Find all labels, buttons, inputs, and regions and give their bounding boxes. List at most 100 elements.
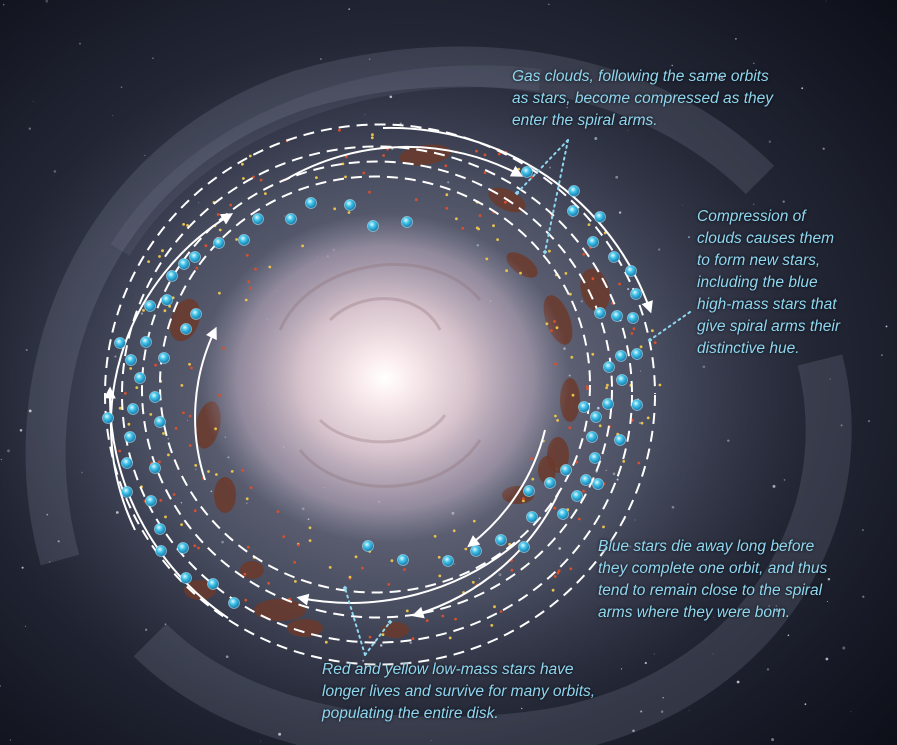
low-mass-star: [449, 637, 452, 640]
blue-star: [229, 598, 240, 609]
blue-star: [103, 413, 114, 424]
background-star: [54, 170, 57, 173]
low-mass-star: [490, 624, 493, 627]
low-mass-star: [173, 493, 176, 496]
low-mass-star: [246, 497, 249, 500]
low-mass-star: [268, 266, 271, 269]
background-star: [804, 703, 806, 705]
background-star: [850, 711, 851, 712]
blue-star: [631, 289, 642, 300]
low-mass-star: [164, 309, 167, 312]
low-mass-star: [129, 367, 132, 370]
low-mass-star: [215, 473, 218, 476]
low-mass-star: [546, 322, 549, 325]
background-star: [246, 502, 248, 504]
blue-star: [181, 324, 192, 335]
low-mass-star: [235, 238, 238, 241]
low-mass-star: [182, 411, 185, 414]
low-mass-star: [557, 572, 560, 575]
low-mass-star: [162, 432, 165, 435]
blue-star: [443, 556, 454, 567]
low-mass-star: [651, 329, 654, 332]
background-star: [753, 204, 754, 205]
blue-star: [632, 400, 643, 411]
low-mass-star: [196, 267, 199, 270]
blue-star: [595, 212, 606, 223]
background-star: [868, 420, 870, 422]
caption-line: as stars, become compressed as they: [512, 88, 773, 110]
low-mass-star: [127, 423, 130, 426]
low-mass-star: [453, 529, 456, 532]
low-mass-star: [461, 227, 464, 230]
background-star: [828, 578, 830, 580]
blue-star: [159, 353, 170, 364]
low-mass-star: [249, 287, 252, 290]
caption-line: populating the entire disk.: [322, 703, 595, 725]
background-star: [168, 438, 169, 439]
caption-line: tend to remain close to the spiral: [598, 580, 827, 602]
low-mass-star: [599, 424, 602, 427]
background-star: [499, 573, 502, 576]
low-mass-star: [444, 164, 447, 167]
background-star: [226, 655, 229, 658]
background-star: [658, 248, 660, 250]
blue-star: [179, 259, 190, 270]
background-star: [830, 378, 831, 379]
background-star: [801, 87, 803, 89]
low-mass-star: [554, 575, 557, 578]
low-mass-star: [333, 207, 336, 210]
caption-line: Gas clouds, following the same orbits: [512, 66, 773, 88]
low-mass-star: [277, 510, 280, 513]
low-mass-star: [441, 615, 444, 618]
low-mass-star: [158, 255, 161, 258]
background-star: [3, 4, 5, 6]
low-mass-star: [361, 567, 364, 570]
blue-star: [612, 311, 623, 322]
background-star: [788, 634, 790, 636]
blue-star: [122, 487, 133, 498]
background-star: [663, 697, 664, 698]
low-mass-star: [554, 507, 557, 510]
blue-star: [593, 479, 604, 490]
low-mass-star: [426, 619, 429, 622]
low-mass-star: [654, 341, 657, 344]
blue-star: [561, 465, 572, 476]
low-mass-star: [244, 599, 247, 602]
low-mass-star: [219, 229, 222, 232]
background-star: [597, 407, 600, 410]
background-star: [1, 459, 2, 460]
caption-gas-clouds: Gas clouds, following the same orbits as…: [512, 66, 773, 132]
low-mass-star: [254, 268, 257, 271]
background-star: [29, 409, 32, 412]
blue-star: [126, 355, 137, 366]
low-mass-star: [517, 168, 520, 171]
caption-blue-stars: Blue stars die away long before they com…: [598, 536, 827, 624]
background-star: [826, 0, 827, 1]
low-mass-star: [189, 415, 192, 418]
low-mass-star: [231, 470, 234, 473]
low-mass-star: [548, 250, 551, 253]
low-mass-star: [530, 457, 533, 460]
background-star: [606, 470, 607, 471]
low-mass-star: [242, 177, 245, 180]
low-mass-star: [492, 224, 495, 227]
background-star: [640, 371, 641, 372]
background-star: [25, 626, 26, 627]
low-mass-star: [293, 561, 296, 564]
low-mass-star: [498, 153, 501, 156]
low-mass-star: [505, 269, 508, 272]
low-mass-star: [504, 201, 507, 204]
low-mass-star: [325, 641, 328, 644]
low-mass-star: [554, 363, 557, 366]
blue-star: [402, 217, 413, 228]
low-mass-star: [556, 326, 559, 329]
background-star: [81, 472, 83, 474]
blue-star: [306, 198, 317, 209]
low-mass-star: [438, 556, 441, 559]
low-mass-star: [382, 154, 385, 157]
background-star: [784, 479, 786, 481]
low-mass-star: [592, 277, 595, 280]
blue-star: [135, 373, 146, 384]
blue-star: [527, 512, 538, 523]
background-star: [29, 127, 31, 129]
